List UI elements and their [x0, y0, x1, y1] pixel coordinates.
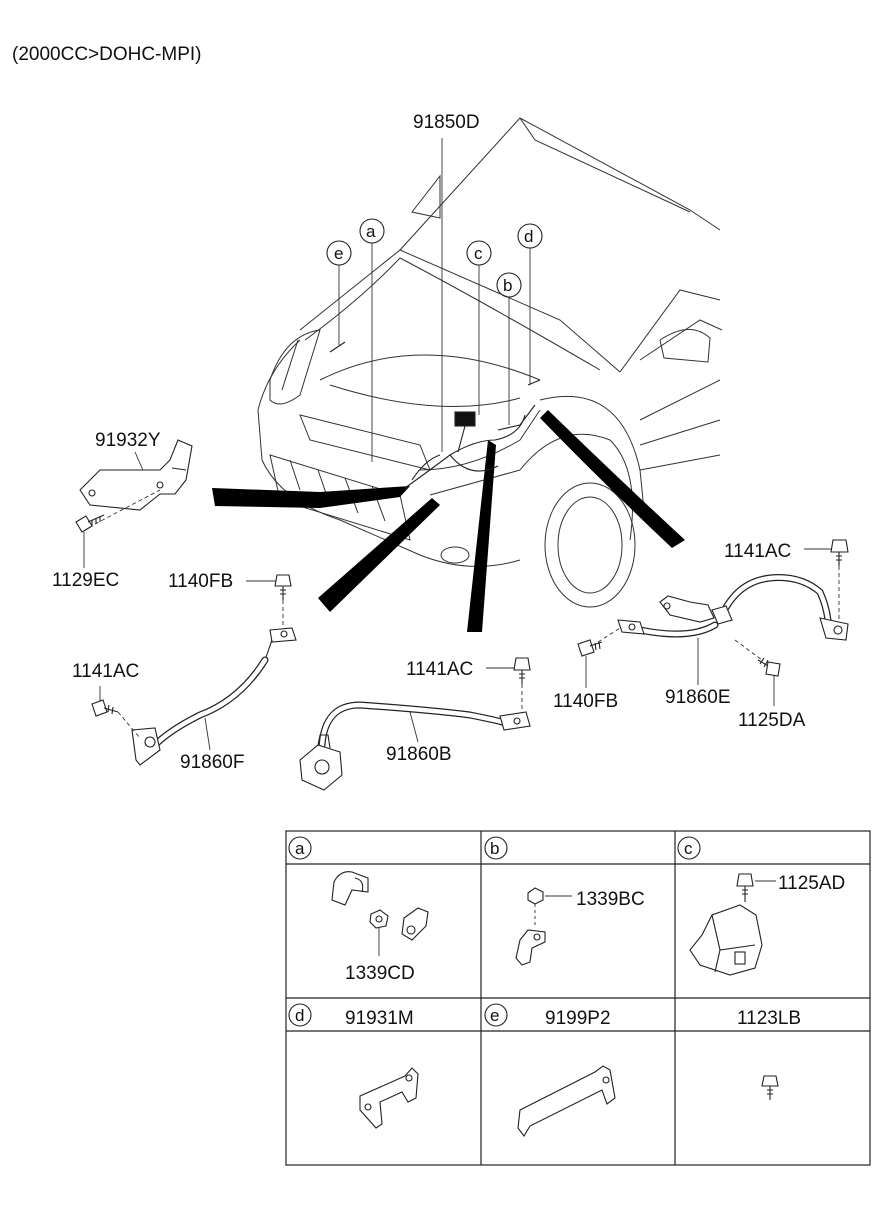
bracket-91932Y: [79, 439, 193, 511]
part-label-91932Y: 91932Y: [95, 430, 161, 451]
svg-text:1125AD: 1125AD: [778, 873, 845, 894]
detail-cell-b: b 1339BC: [484, 836, 645, 966]
bolt-1141AC-right: [830, 539, 849, 566]
part-label-91860B: 91860B: [386, 744, 452, 765]
detail-table: [285, 830, 871, 1166]
svg-text:a: a: [295, 839, 305, 858]
callout-b: b: [496, 272, 522, 425]
svg-text:1123LB: 1123LB: [737, 1008, 801, 1029]
svg-text:1339BC: 1339BC: [576, 889, 645, 910]
svg-text:c: c: [474, 244, 483, 263]
part-label-1129EC: 1129EC: [52, 570, 119, 591]
svg-text:e: e: [490, 1006, 499, 1025]
cable-91860E: [617, 574, 849, 641]
cable-91860F: [131, 627, 297, 766]
wedge-left: [212, 486, 410, 508]
detail-cell-d: d 91931M: [288, 1003, 419, 1129]
harness-wiring: [329, 341, 541, 489]
svg-text:91931M: 91931M: [345, 1008, 414, 1029]
svg-text:e: e: [334, 244, 343, 263]
callout-c: c: [466, 240, 492, 415]
svg-text:b: b: [490, 839, 499, 858]
callout-d: d: [517, 223, 543, 385]
detail-cell-e: e 9199P2: [484, 1003, 616, 1137]
detail-cell-1123LB: 1123LB: [737, 1008, 801, 1100]
svg-text:c: c: [684, 839, 693, 858]
part-label-1141AC-left: 1141AC: [72, 661, 139, 682]
harness-part-label: 91850D: [413, 112, 480, 133]
svg-text:9199P2: 9199P2: [545, 1008, 611, 1029]
wedge-right: [540, 410, 685, 548]
svg-text:d: d: [524, 227, 533, 246]
svg-text:d: d: [295, 1006, 304, 1025]
part-label-1140FB-right: 1140FB: [553, 691, 618, 712]
part-label-1141AC-right: 1141AC: [724, 541, 791, 562]
detail-cell-a: a 1339CD: [288, 836, 429, 984]
bolt-1141AC-left: [91, 699, 119, 717]
part-label-1140FB-left: 1140FB: [168, 571, 233, 592]
car-illustration: [257, 117, 723, 608]
wedge-center: [467, 440, 496, 632]
svg-text:b: b: [503, 276, 512, 295]
cable-91860B: [299, 701, 531, 791]
callout-e: e: [326, 240, 352, 345]
bolt-1129EC: [75, 514, 105, 533]
part-label-1141AC-center: 1141AC: [406, 659, 473, 680]
nut-1125DA: [757, 657, 781, 677]
svg-text:1339CD: 1339CD: [345, 963, 415, 984]
detail-cell-c: c 1125AD: [677, 836, 845, 976]
part-label-91860E: 91860E: [665, 687, 731, 708]
part-label-91860F: 91860F: [180, 752, 244, 773]
bolt-1140FB-right: [577, 639, 603, 657]
part-label-1125DA: 1125DA: [738, 710, 806, 731]
engine-spec-label: (2000CC>DOHC-MPI): [12, 44, 202, 65]
bolt-1141AC-center: [513, 657, 531, 684]
callout-a: a: [359, 218, 385, 462]
wedge-lower: [318, 498, 440, 612]
svg-text:a: a: [366, 222, 376, 241]
bolt-1140FB-left: [274, 574, 292, 600]
